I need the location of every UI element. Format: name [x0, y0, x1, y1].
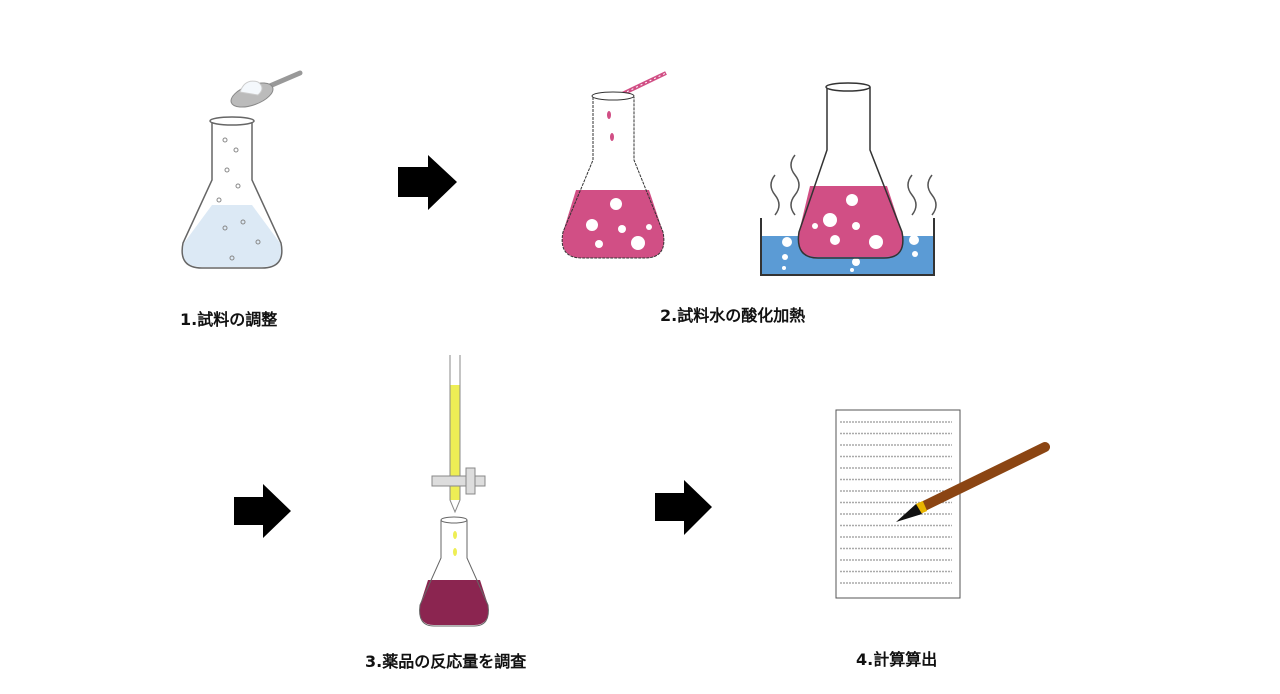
arrow-right-icon	[655, 480, 712, 535]
step-3-label: 3.薬品の反応量を調査	[365, 652, 527, 671]
pipette-icon	[617, 71, 667, 98]
step-4-label: 4.計算算出	[856, 650, 938, 669]
burette-icon	[431, 355, 486, 556]
arrow-right-icon	[398, 155, 457, 210]
step-2-label: 2.試料水の酸化加熱	[660, 306, 806, 325]
flask-icon	[181, 116, 283, 269]
flask-icon	[419, 516, 489, 627]
arrow-right-icon	[234, 484, 291, 538]
pen-icon	[896, 442, 1050, 522]
spoon-icon	[230, 70, 303, 108]
flask-icon	[561, 91, 665, 259]
step-1-label: 1.試料の調整	[180, 310, 278, 329]
paper-icon	[835, 409, 961, 599]
flask-icon	[797, 82, 904, 259]
